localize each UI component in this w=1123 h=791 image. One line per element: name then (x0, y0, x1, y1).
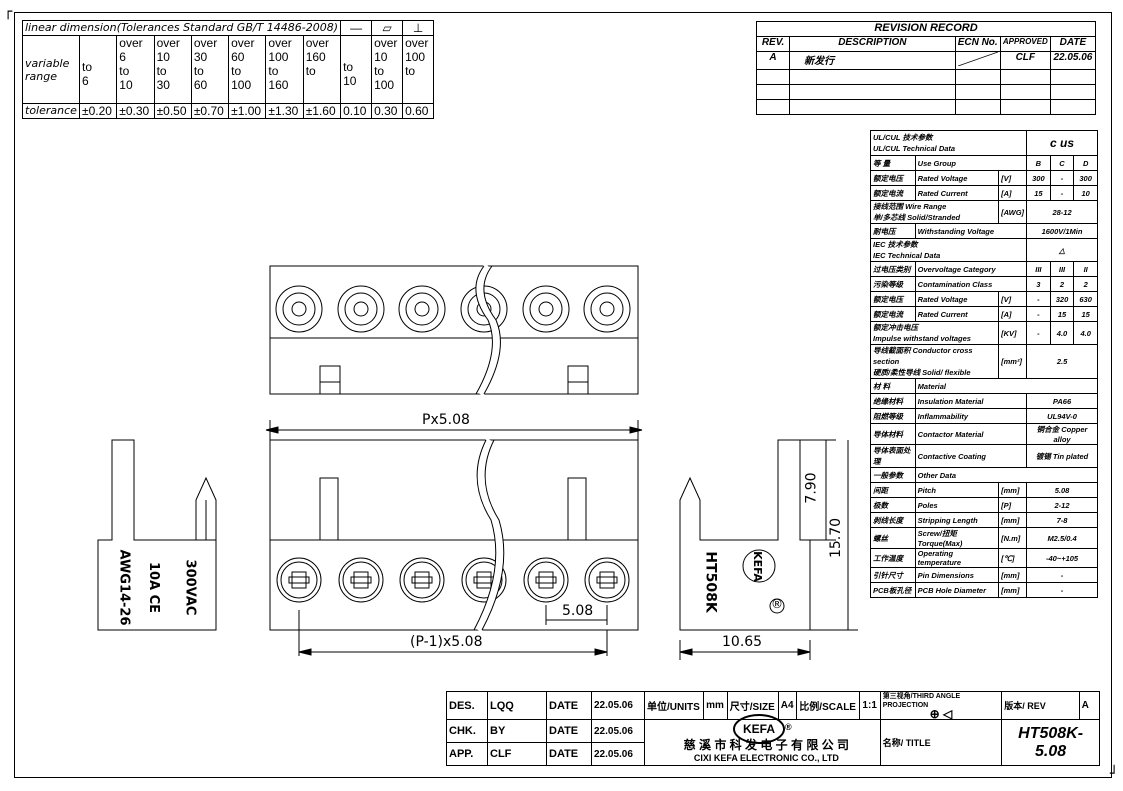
drawing-frame (14, 12, 1112, 778)
top-view-terminals (275, 285, 631, 333)
top-view-body (269, 265, 639, 395)
registered-mark-icon: ® (771, 597, 783, 611)
height-790-label: 7.90 (803, 472, 820, 504)
side-current-text: 10A CE (146, 561, 162, 614)
pitch-dimension-label: 5.08 (562, 603, 594, 619)
tolerance-value: ±0.50 (153, 103, 192, 119)
projection-symbol-icon: ⊕ ◁ (929, 707, 953, 721)
px-dimension-label: Px5.08 (422, 412, 470, 428)
tolerance-value: ±1.60 (302, 103, 342, 119)
logo-registered-mark: ® (785, 722, 792, 732)
ul-title-cn: UL/CUL 技术参数 (873, 133, 933, 142)
front-view-body (269, 439, 639, 631)
depth-dimension-label: 10.65 (722, 634, 763, 650)
frame-corner-tl: ┌ (4, 4, 13, 20)
tolerance-header: linear dimension(Tolerances Standard GB/… (21, 20, 342, 36)
tolerance-value: 0.30 (371, 103, 404, 119)
tolerance-value: ±0.70 (190, 103, 230, 119)
straightness-symbol: — (340, 20, 373, 36)
frame-corner-br: ┘ (1110, 766, 1119, 782)
left-side-view (97, 439, 217, 631)
company-name-cn: 慈 溪 市 科 发 电 子 有 限 公 司 (683, 738, 850, 752)
brand-side-text: KEFA (750, 551, 764, 582)
front-view-screws (276, 557, 630, 603)
tolerance-value: 0.10 (340, 103, 373, 119)
right-side-view (679, 439, 811, 631)
tolerance-label: tolerance (22, 103, 80, 119)
tolerance-value: ±1.30 (265, 103, 304, 119)
tolerance-value: 0.60 (402, 103, 435, 119)
company-name-en: CIXI KEFA ELECTRONIC CO., LTD (693, 753, 839, 763)
side-awg-text: AWG14-26 (116, 549, 132, 626)
side-voltage-text: 300VAC (182, 559, 198, 616)
tolerance-value: ±1.00 (228, 103, 267, 119)
tolerance-table: linear dimension(Tolerances Standard GB/… (21, 20, 435, 119)
ul-title-en: UL/CUL Technical Data (873, 144, 956, 153)
tolerance-value: ±0.20 (78, 103, 118, 119)
drawing-title: HT508K-5.08 (1001, 719, 1100, 766)
span-dimension-label: (P-1)x5.08 (410, 634, 483, 650)
title-block: DES. LQQ DATE 22.05.06 单位/UNITS mm 尺寸/SI… (446, 691, 1101, 766)
variable-range-label: variable range (22, 35, 80, 104)
height-1570-label: 15.70 (828, 517, 845, 559)
revision-record: REVISION RECORD REV. DESCRIPTION ECN No.… (755, 21, 1097, 115)
kefa-logo: KEFA (733, 714, 786, 744)
model-side-text: HT508K (702, 551, 719, 613)
